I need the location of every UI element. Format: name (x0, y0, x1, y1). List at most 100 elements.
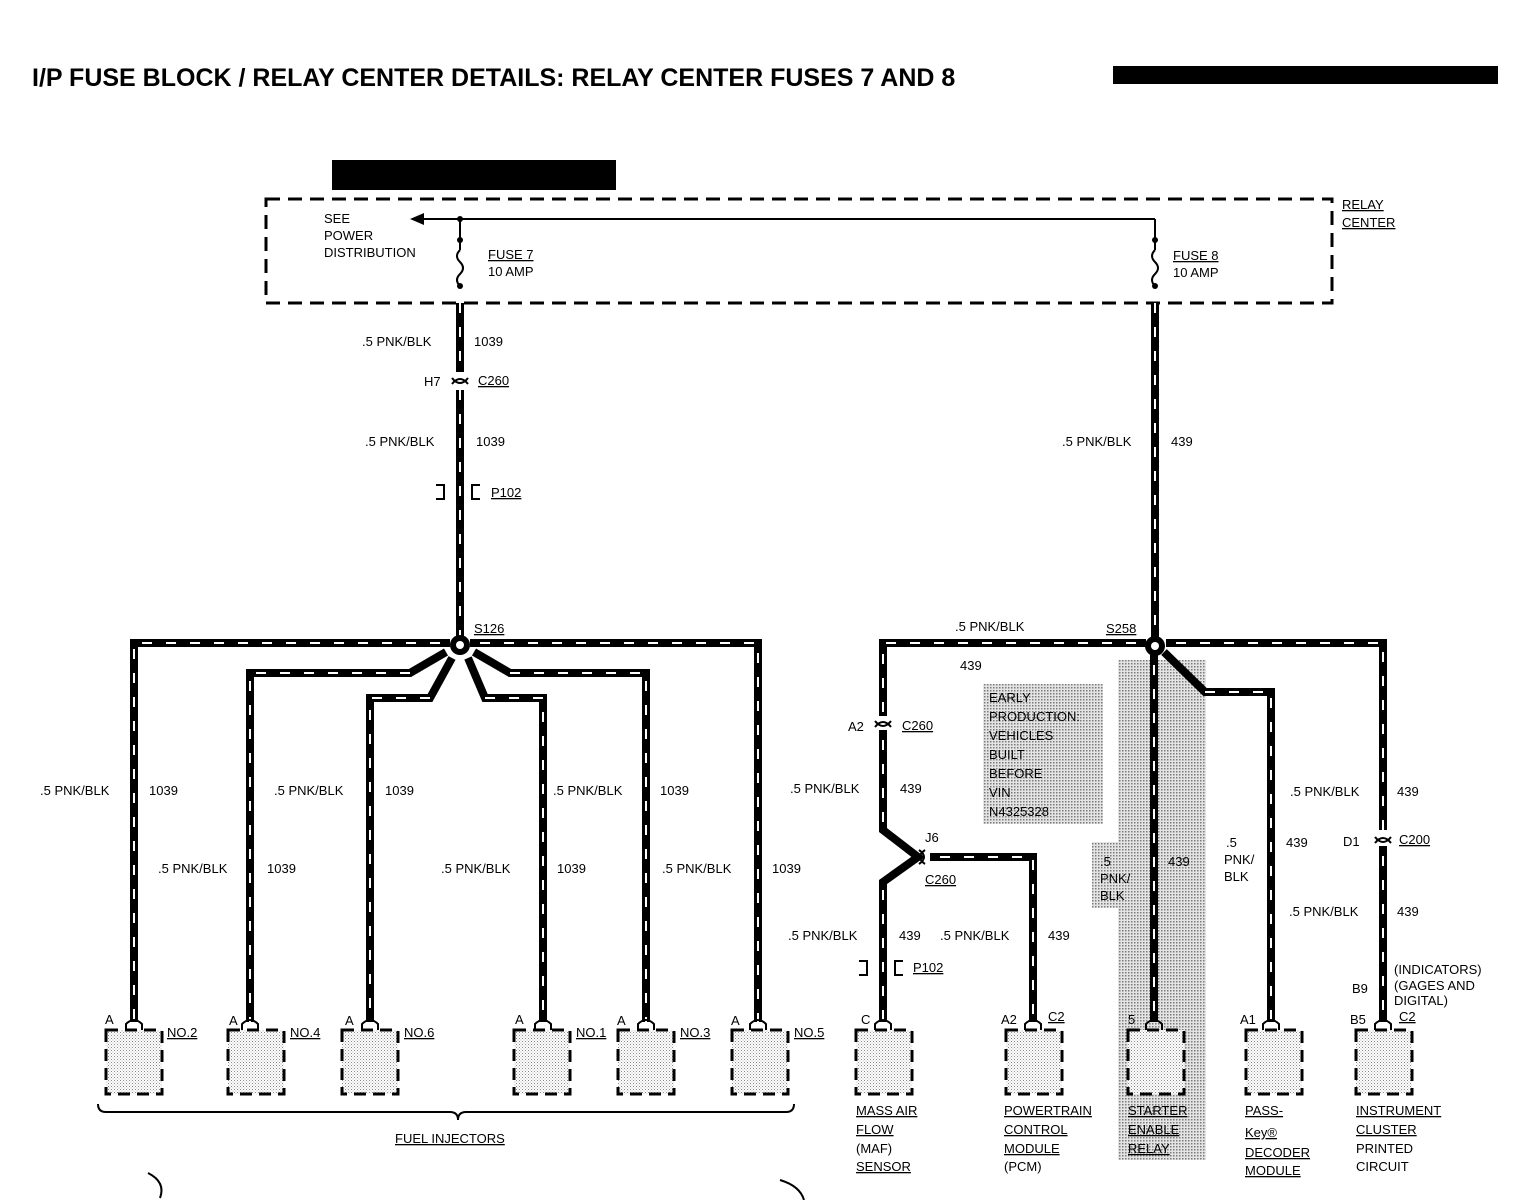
fuse8-node-top (1152, 237, 1158, 243)
wire-label-2b: .5 PNK/BLK (955, 619, 1025, 634)
inj5-wire: .5 PNK/BLK (662, 861, 732, 876)
pcm-module: A2 C2 POWERTRAIN CONTROL MODULE (PCM) (1001, 1009, 1092, 1174)
injector-no5: A NO.5 (730, 1013, 824, 1096)
maf-wire-1: .5 PNK/BLK (790, 781, 860, 796)
bus-node (457, 216, 463, 222)
passkey-wire-2: PNK/ (1224, 852, 1255, 867)
scan-artifact-1 (147, 1172, 163, 1199)
see-text-3: DISTRIBUTION (324, 245, 416, 260)
fuse7-circuit (436, 303, 480, 640)
instrument-cluster: B9 B5 C2 (INDICATORS) (GAGES AND DIGITAL… (1350, 962, 1482, 1174)
inj1-wire: .5 PNK/BLK (441, 861, 511, 876)
inj6-wire: .5 PNK/BLK (274, 783, 344, 798)
svg-text:5: 5 (1128, 1012, 1135, 1027)
cluster-wire-1: .5 PNK/BLK (1290, 784, 1360, 799)
svg-text:A: A (731, 1013, 740, 1028)
fuel-injectors-bracket (97, 1103, 795, 1121)
starter-wire-1: .5 (1100, 854, 1111, 869)
c260-label-left: C260 (478, 373, 509, 388)
svg-text:SENSOR: SENSOR (856, 1159, 911, 1174)
inj2-circuit: 1039 (149, 783, 178, 798)
fuse8-rating: 10 AMP (1173, 265, 1219, 280)
splice-s258-label: S258 (1106, 621, 1136, 636)
cluster-circuit-2: 439 (1397, 904, 1419, 919)
svg-text:RELAY: RELAY (1128, 1141, 1170, 1156)
svg-text:CLUSTER: CLUSTER (1356, 1122, 1417, 1137)
c260-pin-a2: A2 (848, 719, 864, 734)
svg-text:A: A (229, 1013, 238, 1028)
c260-pin-h7: H7 (424, 374, 441, 389)
svg-text:N4325328: N4325328 (989, 804, 1049, 819)
pcm-wire: .5 PNK/BLK (940, 928, 1010, 943)
svg-text:C2: C2 (1048, 1009, 1065, 1024)
inj1-circuit: 1039 (557, 861, 586, 876)
fuse8-name: FUSE 8 (1173, 248, 1219, 263)
cluster-wire-2: .5 PNK/BLK (1289, 904, 1359, 919)
svg-text:MODULE: MODULE (1245, 1163, 1301, 1178)
svg-text:C2: C2 (1399, 1009, 1416, 1024)
passkey-wire-3: BLK (1224, 869, 1249, 884)
passkey-decoder-module: A1 PASS- Key® DECODER MODULE (1240, 1012, 1310, 1178)
circuit-label-2a: 439 (1171, 434, 1193, 449)
svg-text:CONTROL: CONTROL (1004, 1122, 1068, 1137)
svg-text:PRODUCTION:: PRODUCTION: (989, 709, 1080, 724)
fuse7-name: FUSE 7 (488, 247, 534, 262)
svg-text:DIGITAL): DIGITAL) (1394, 993, 1448, 1008)
svg-text:NO.6: NO.6 (404, 1025, 434, 1040)
early-production-note (983, 684, 1103, 824)
inj6-circuit: 1039 (385, 783, 414, 798)
starter-wire-2: PNK/ (1100, 871, 1131, 886)
svg-text:A: A (105, 1012, 114, 1027)
arrow-left-icon (410, 213, 424, 225)
inj4-circuit: 1039 (267, 861, 296, 876)
injector-no6: A NO.6 (340, 1013, 434, 1096)
scan-artifact-2 (779, 1179, 805, 1200)
svg-text:BUILT: BUILT (989, 747, 1025, 762)
passkey-circuit: 439 (1286, 835, 1308, 850)
svg-text:STARTER: STARTER (1128, 1103, 1187, 1118)
svg-text:B9: B9 (1352, 981, 1368, 996)
injector-no4: A NO.4 (226, 1013, 320, 1096)
svg-text:EARLY: EARLY (989, 690, 1031, 705)
svg-text:(PCM): (PCM) (1004, 1159, 1042, 1174)
svg-text:A1: A1 (1240, 1012, 1256, 1027)
cluster-circuit-1: 439 (1397, 784, 1419, 799)
circuit-label-1a: 1039 (474, 334, 503, 349)
relay-center-label-2: CENTER (1342, 215, 1395, 230)
svg-text:B5: B5 (1350, 1012, 1366, 1027)
inj4-wire: .5 PNK/BLK (158, 861, 228, 876)
starter-enable-relay: 5 STARTER ENABLE RELAY (1126, 1012, 1187, 1156)
svg-text:PRINTED: PRINTED (1356, 1141, 1413, 1156)
inj5-circuit: 1039 (772, 861, 801, 876)
fuse8-icon (1151, 249, 1159, 287)
injector-no3: A NO.3 (616, 1013, 710, 1096)
svg-text:C: C (861, 1012, 870, 1027)
fuel-injectors-label: FUEL INJECTORS (395, 1131, 505, 1146)
svg-text:A: A (345, 1013, 354, 1028)
svg-text:CIRCUIT: CIRCUIT (1356, 1159, 1409, 1174)
j6-label: J6 (925, 830, 939, 845)
svg-text:NO.2: NO.2 (167, 1025, 197, 1040)
wire-label-1a: .5 PNK/BLK (362, 334, 432, 349)
maf-sensor: C MASS AIR FLOW (MAF) SENSOR (854, 1012, 917, 1174)
svg-text:A: A (617, 1013, 626, 1028)
svg-text:BEFORE: BEFORE (989, 766, 1043, 781)
svg-text:FLOW: FLOW (856, 1122, 894, 1137)
inj3-wire: .5 PNK/BLK (553, 783, 623, 798)
c200-label: C200 (1399, 832, 1430, 847)
passkey-wire-1: .5 (1226, 835, 1237, 850)
svg-text:MASS AIR: MASS AIR (856, 1103, 917, 1118)
page-title: I/P FUSE BLOCK / RELAY CENTER DETAILS: R… (32, 64, 955, 92)
starter-wire-3: BLK (1100, 888, 1125, 903)
injector-no1: A NO.1 (512, 1012, 606, 1096)
svg-text:(GAGES AND: (GAGES AND (1394, 978, 1475, 993)
p102-label-left: P102 (491, 485, 521, 500)
header-block (332, 160, 616, 190)
relay-center-label-1: RELAY (1342, 197, 1384, 212)
relay-center-box (264, 197, 1334, 305)
svg-text:(INDICATORS): (INDICATORS) (1394, 962, 1482, 977)
fuse7-rating: 10 AMP (488, 264, 534, 279)
splice-s126-label: S126 (474, 621, 504, 636)
c260-label-j6: C260 (925, 872, 956, 887)
